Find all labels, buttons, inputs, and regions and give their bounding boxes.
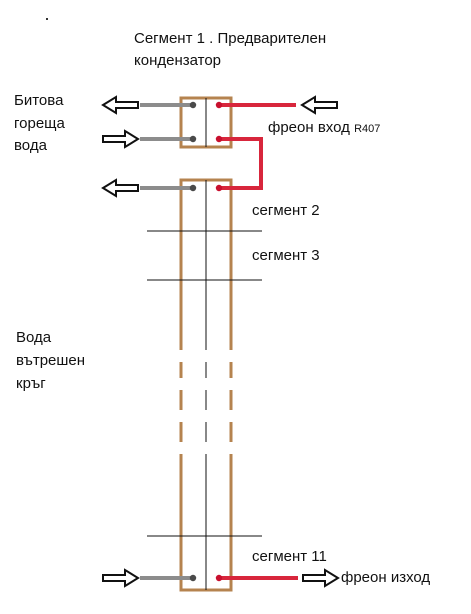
port-freon [215,184,223,192]
inner-loop-label-2: вътрешен [16,352,86,369]
stray-dot [46,18,48,20]
water-pipes [140,103,192,580]
freon-in-arrow-icon [301,96,338,114]
title-line-1: Сегмент 1 . Предварителен [134,30,327,47]
title-line-2: кондензатор [134,52,222,69]
freon-pipes [220,103,298,580]
ports [189,101,223,582]
port-freon [215,101,223,109]
freon-in-label: фреон вход R407 [268,117,380,140]
freon-out-label: фреон изход [341,569,431,586]
refrigerant-label: R407 [354,123,381,135]
hot-water-label-1: Битова [14,92,64,109]
hot-water-out-arrow-icon [102,96,139,114]
freon-out-arrow-icon [302,569,339,587]
inner-loop-label-3: кръг [16,375,46,392]
port-water [189,184,197,192]
port-water [189,574,197,582]
inner-loop-in-arrow-icon [102,569,139,587]
flow-arrows [102,96,339,587]
segment-11-label: сегмент 11 [252,548,327,565]
port-water [189,135,197,143]
port-freon [215,574,223,582]
port-freon [215,135,223,143]
segment-2-label: сегмент 2 [252,202,320,219]
segment-3-label: сегмент 3 [252,247,320,264]
hot-water-label-2: гореща [14,115,65,132]
port-water [189,101,197,109]
freon-in-text: фреон вход [268,119,350,136]
freon-link-pipe [220,137,263,190]
inner-loop-label-1: Вода [16,329,52,346]
frame-gaps [178,350,234,454]
hot-water-label-3: вода [14,137,47,154]
inner-loop-out-arrow-icon [102,179,139,197]
hot-water-in-arrow-icon [102,130,139,148]
